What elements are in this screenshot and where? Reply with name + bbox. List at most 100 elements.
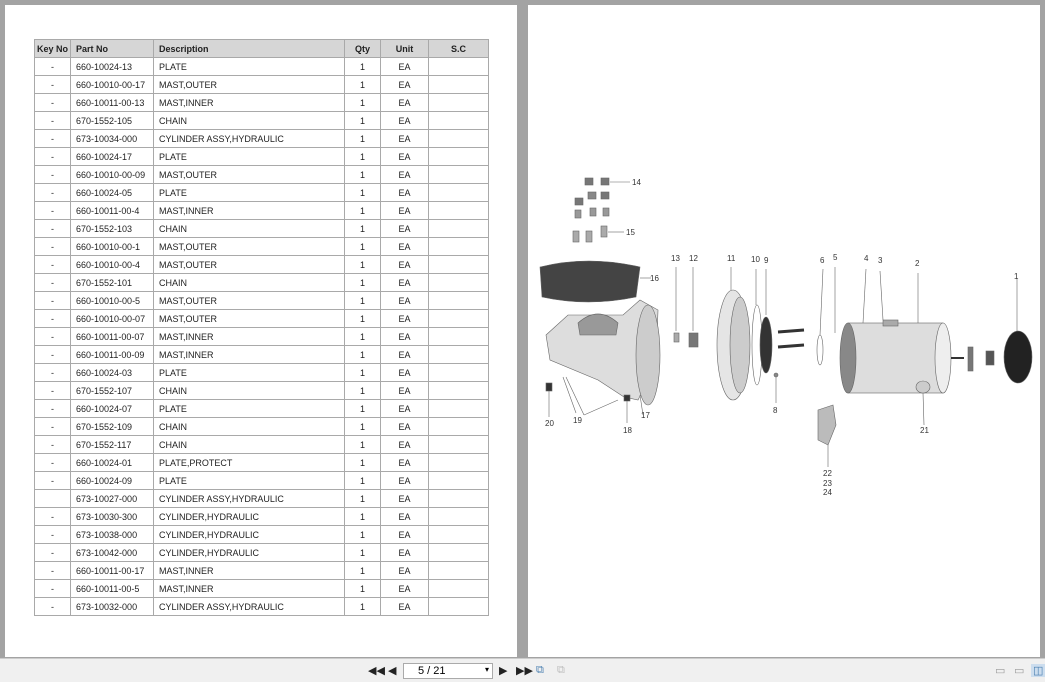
cell-sc xyxy=(428,75,490,94)
cell-sc xyxy=(428,597,490,616)
cell-description: CHAIN xyxy=(153,219,346,238)
cell-part-no: 673-10032-000 xyxy=(70,597,155,616)
cell-unit: EA xyxy=(380,93,430,112)
callout-20: 20 xyxy=(545,419,554,428)
cell-key-no: - xyxy=(33,543,72,562)
cell-part-no: 670-1552-105 xyxy=(70,111,155,130)
cell-key-no: - xyxy=(33,147,72,166)
cell-part-no: 670-1552-117 xyxy=(70,435,155,454)
cell-part-no: 670-1552-101 xyxy=(70,273,155,292)
cell-sc xyxy=(428,93,490,112)
cell-unit: EA xyxy=(380,273,430,292)
cell-description: MAST,OUTER xyxy=(153,75,346,94)
callout-17: 17 xyxy=(641,411,650,420)
cell-sc xyxy=(428,525,490,544)
two-page-icon[interactable]: ◫ xyxy=(1031,664,1045,677)
cell-part-no: 660-10010-00-1 xyxy=(70,237,155,256)
cell-key-no: - xyxy=(33,291,72,310)
cell-sc xyxy=(428,561,490,580)
callout-13: 13 xyxy=(671,254,680,263)
cell-sc xyxy=(428,165,490,184)
prev-page-icon[interactable]: ◀ xyxy=(388,665,397,677)
copy-icon[interactable]: ⧉ xyxy=(557,664,565,676)
cell-qty: 1 xyxy=(344,93,382,112)
cell-unit: EA xyxy=(380,129,430,148)
chevron-down-icon[interactable]: ▾ xyxy=(484,665,489,674)
cell-key-no: - xyxy=(33,219,72,238)
cell-qty: 1 xyxy=(344,201,382,220)
cell-sc xyxy=(428,417,490,436)
pdf-navigation-toolbar: ◀◀ ◀ 5 / 21▾ ▶ ▶▶ ⧉ ⧉ ▭ ▭ ◫ xyxy=(0,658,1045,682)
cell-part-no: 660-10024-03 xyxy=(70,363,155,382)
cell-description: CHAIN xyxy=(153,111,346,130)
page-number-input[interactable]: 5 / 21▾ xyxy=(403,663,493,679)
continuous-page-icon[interactable]: ▭ xyxy=(1014,665,1025,677)
callout-5: 5 xyxy=(833,253,838,262)
single-page-icon[interactable]: ▭ xyxy=(995,665,1006,677)
cell-sc xyxy=(428,507,490,526)
cell-description: MAST,OUTER xyxy=(153,309,346,328)
cell-key-no: - xyxy=(33,165,72,184)
cell-qty: 1 xyxy=(344,525,382,544)
callout-1: 1 xyxy=(1014,272,1019,281)
cell-qty: 1 xyxy=(344,417,382,436)
cell-qty: 1 xyxy=(344,237,382,256)
cell-qty: 1 xyxy=(344,183,382,202)
header-sc: S.C xyxy=(428,39,490,58)
cell-sc xyxy=(428,453,490,472)
cell-unit: EA xyxy=(380,435,430,454)
cell-part-no: 673-10027-000 xyxy=(70,489,155,508)
cell-unit: EA xyxy=(380,489,430,508)
header-qty: Qty xyxy=(344,39,382,58)
cell-unit: EA xyxy=(380,363,430,382)
cell-unit: EA xyxy=(380,543,430,562)
cell-key-no: - xyxy=(33,309,72,328)
rotate-icon[interactable]: ⧉ xyxy=(536,664,544,676)
last-page-icon[interactable]: ▶▶ xyxy=(516,665,533,677)
cell-sc xyxy=(428,309,490,328)
cell-sc xyxy=(428,273,490,292)
header-unit: Unit xyxy=(380,39,430,58)
cell-sc xyxy=(428,381,490,400)
cell-sc xyxy=(428,57,490,76)
cell-unit: EA xyxy=(380,579,430,598)
cell-unit: EA xyxy=(380,345,430,364)
cell-key-no: - xyxy=(33,75,72,94)
callout-4: 4 xyxy=(864,254,869,263)
callout-labels: 14 15 16 13 12 11 10 9 6 5 4 3 2 1 20 19… xyxy=(545,178,1019,497)
cell-part-no: 660-10024-05 xyxy=(70,183,155,202)
cell-part-no: 673-10038-000 xyxy=(70,525,155,544)
cell-part-no: 660-10024-13 xyxy=(70,57,155,76)
cell-sc xyxy=(428,129,490,148)
cell-qty: 1 xyxy=(344,75,382,94)
first-page-icon[interactable]: ◀◀ xyxy=(368,665,385,677)
cell-description: PLATE xyxy=(153,363,346,382)
cell-sc xyxy=(428,327,490,346)
cell-part-no: 673-10042-000 xyxy=(70,543,155,562)
cell-part-no: 670-1552-109 xyxy=(70,417,155,436)
exploded-parts-diagram: 14 15 16 13 12 11 10 9 6 5 4 3 2 1 20 19… xyxy=(539,177,1033,497)
cell-key-no: - xyxy=(33,579,72,598)
cell-key-no: - xyxy=(33,345,72,364)
cell-key-no: - xyxy=(33,129,72,148)
cell-unit: EA xyxy=(380,597,430,616)
cell-sc xyxy=(428,399,490,418)
cell-sc xyxy=(428,183,490,202)
cell-qty: 1 xyxy=(344,129,382,148)
cell-sc xyxy=(428,471,490,490)
cell-part-no: 660-10011-00-07 xyxy=(70,327,155,346)
header-description: Description xyxy=(153,39,346,58)
next-page-icon[interactable]: ▶ xyxy=(499,665,508,677)
